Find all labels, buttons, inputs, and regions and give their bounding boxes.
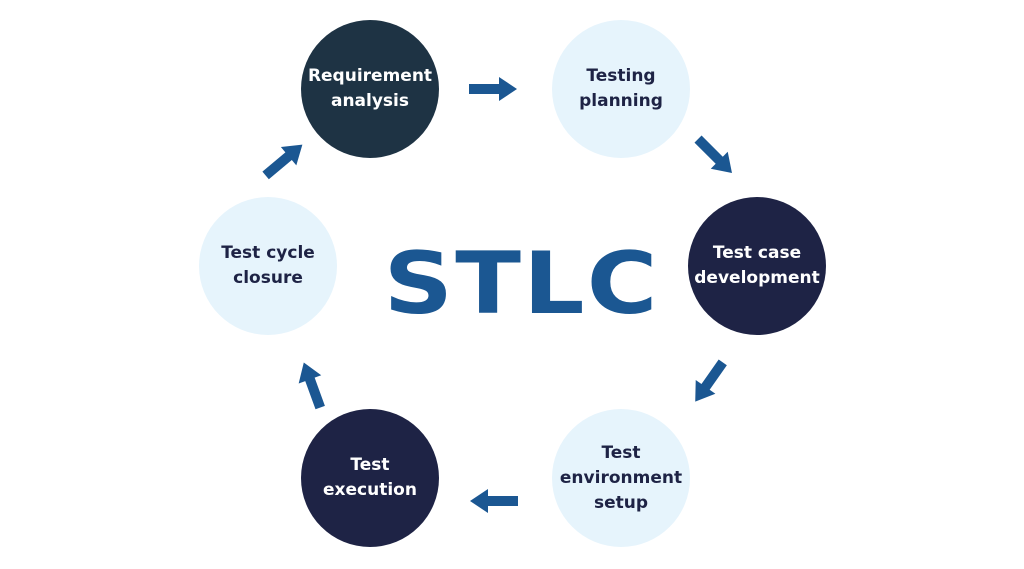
stage-label: Requirement (307, 66, 433, 86)
stage-label: development (694, 268, 820, 288)
stage-test-environment-setup: Test environment setup (552, 409, 690, 547)
stage-label: closure (233, 268, 303, 288)
stage-testing-planning: Testing planning (552, 20, 690, 158)
diagram-title: STLC (383, 234, 660, 334)
stage-test-execution: Test execution (301, 409, 439, 547)
stage-label: Test (601, 442, 641, 463)
arrow-up-icon (292, 358, 332, 412)
arrow-left-icon (470, 489, 518, 513)
stage-test-case-development: Test case development (688, 197, 826, 335)
stage-label: planning (579, 91, 663, 111)
stage-label: Test cycle (221, 243, 315, 263)
stage-label: environment (559, 467, 683, 488)
arrow-up-right-icon (257, 135, 311, 185)
arrow-down-left-icon (685, 355, 733, 409)
stage-label: Test case (712, 243, 802, 263)
stage-label: Test (350, 455, 390, 475)
stage-requirement-analysis: Requirement analysis (301, 20, 439, 158)
stage-label: Testing (586, 66, 656, 86)
stage-label: setup (593, 492, 649, 513)
arrow-down-right-icon (689, 130, 741, 182)
stage-test-cycle-closure: Test cycle closure (199, 197, 337, 335)
stage-label: analysis (330, 91, 409, 111)
arrow-right-icon (469, 77, 517, 101)
stage-label: execution (323, 480, 417, 500)
